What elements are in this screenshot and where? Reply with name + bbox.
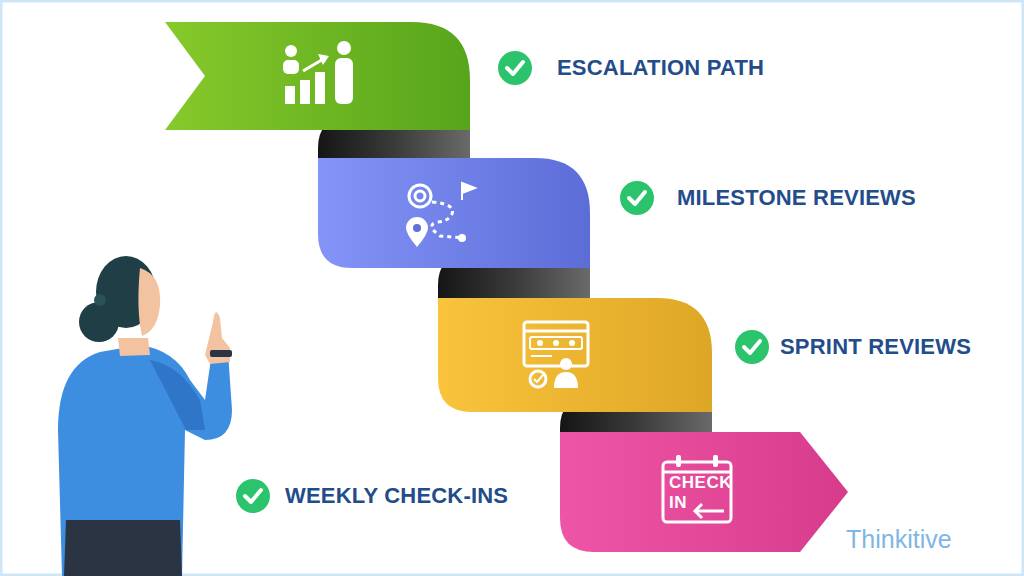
ribbon-shape	[315, 154, 945, 272]
ribbon-band	[438, 298, 712, 412]
ribbon-step: WEEKLY CHECK-INS	[230, 428, 852, 556]
ribbon-step: SPRINT REVIEWS	[435, 294, 995, 416]
step-label: MILESTONE REVIEWS	[677, 185, 916, 211]
calendar-icon-text: CHECK IN	[669, 473, 733, 513]
ribbon-band	[560, 432, 848, 552]
step-icon	[283, 41, 353, 104]
step-label: SPRINT REVIEWS	[780, 334, 971, 360]
ribbon-step: MILESTONE REVIEWS	[315, 154, 945, 272]
watermark: Thinkitive	[846, 524, 952, 554]
step-icon	[406, 183, 475, 247]
step-label: WEEKLY CHECK-INS	[285, 483, 508, 509]
step-icon	[524, 322, 588, 388]
check-badge	[498, 51, 532, 85]
check-badge	[236, 479, 270, 513]
ribbon-step: ESCALATION PATH	[162, 18, 822, 134]
check-badge	[620, 181, 654, 215]
woman-figure	[58, 256, 232, 576]
ribbon-band	[165, 22, 470, 130]
ribbon-band	[318, 158, 590, 268]
check-badge	[735, 330, 769, 364]
step-label: ESCALATION PATH	[557, 55, 764, 81]
